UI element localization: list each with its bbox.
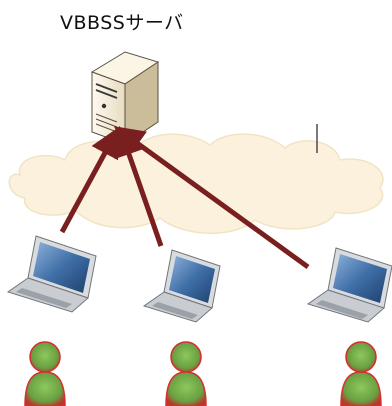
connection-arrows <box>59 125 310 270</box>
arrow-client-2 <box>114 125 164 247</box>
server-label: VBBSSサーバ <box>60 12 184 34</box>
laptop-icon <box>142 249 221 323</box>
user-person-icon <box>340 341 382 406</box>
user-person-icon <box>165 341 207 406</box>
arrow-client-1 <box>59 126 120 234</box>
laptop-icon <box>306 247 392 323</box>
laptop-icon <box>6 235 97 313</box>
user-person-icon <box>24 341 66 406</box>
server-tower-icon <box>90 51 160 145</box>
arrow-client-3 <box>113 126 310 270</box>
